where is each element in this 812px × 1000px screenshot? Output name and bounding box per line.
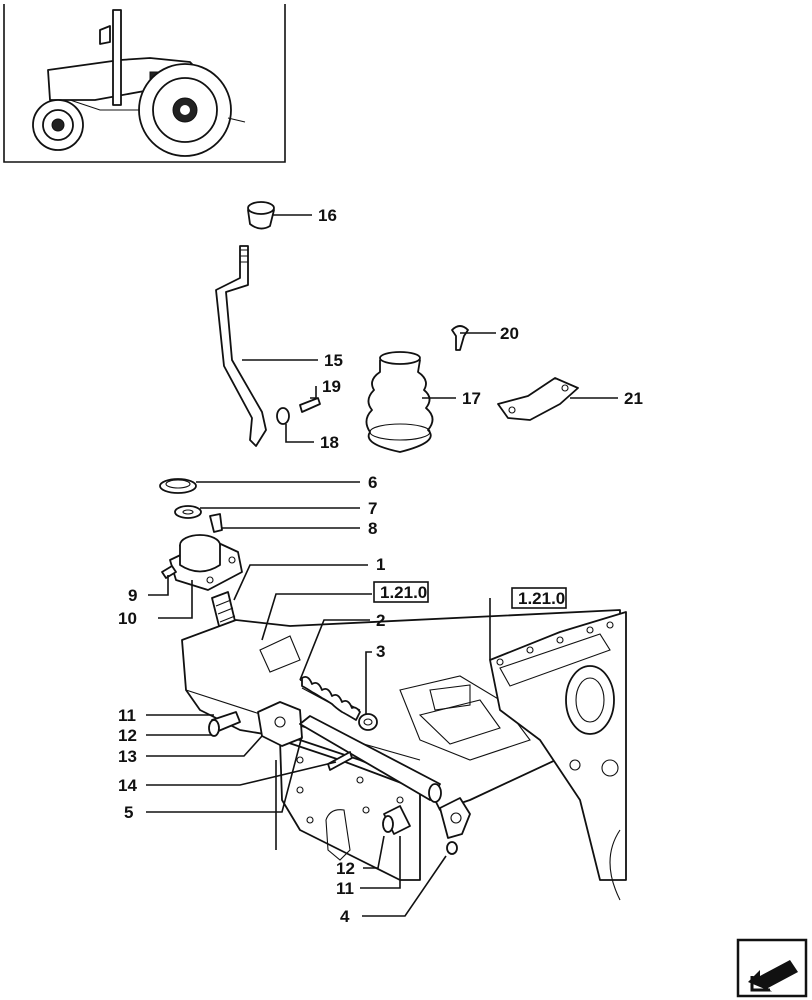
callout-15: 15: [324, 351, 343, 370]
washer-3: [358, 713, 378, 731]
reference-box-a[interactable]: 1.21.0: [373, 581, 429, 603]
seal-6: [159, 478, 197, 494]
callout-12: 12: [118, 726, 137, 745]
bolt-19: [299, 397, 321, 413]
callout-19: 19: [322, 377, 341, 396]
callout-labels: 1 2 3 4 5 6 7 8 9 10 11 12 13 14 15 16 1…: [118, 206, 643, 926]
washer-7: [174, 505, 202, 519]
callout-20: 20: [500, 324, 519, 343]
callout-7: 7: [368, 499, 377, 518]
spring-2: [299, 675, 361, 721]
gearbox-housing: [181, 609, 627, 901]
bolt-20: [451, 325, 469, 351]
callout-11-lower: 11: [336, 879, 354, 898]
bolt-8: [209, 513, 223, 533]
callout-12-lower: 12: [336, 859, 355, 878]
pin-9: [161, 565, 177, 579]
callout-2: 2: [376, 611, 385, 630]
callout-3: 3: [376, 642, 385, 661]
roll-pin-14: [327, 751, 353, 771]
callout-14: 14: [118, 776, 137, 795]
cross-shaft-5: [299, 715, 442, 803]
callout-16: 16: [318, 206, 337, 225]
bracket-21: [497, 377, 579, 421]
callout-8: 8: [368, 519, 377, 538]
callout-4: 4: [340, 907, 350, 926]
tractor-thumbnail-icon: [3, 4, 286, 163]
callout-18: 18: [320, 433, 339, 452]
leader-lines: [146, 214, 618, 917]
reference-label: 1.21.0: [380, 583, 427, 602]
ball-joint-4: [439, 797, 471, 855]
lever-cap: [247, 201, 275, 230]
callout-17: 17: [462, 389, 481, 408]
next-page-arrow-icon[interactable]: [736, 938, 808, 998]
callout-5: 5: [124, 803, 133, 822]
reference-box-b[interactable]: 1.21.0: [511, 587, 567, 609]
callout-13: 13: [118, 747, 137, 766]
boot-17: [365, 351, 434, 453]
callout-1: 1: [376, 555, 385, 574]
pin-12-lower: [382, 805, 411, 835]
callout-6: 6: [368, 473, 377, 492]
clutch-lever: [215, 245, 267, 447]
callout-11: 11: [118, 706, 136, 725]
callout-21: 21: [624, 389, 643, 408]
support-10: [169, 534, 243, 591]
reference-label: 1.21.0: [518, 589, 565, 608]
callout-9: 9: [128, 586, 137, 605]
nut-18: [276, 407, 290, 425]
callout-10: 10: [118, 609, 137, 628]
pin-11: [208, 711, 241, 737]
release-fork-13: [257, 701, 303, 747]
